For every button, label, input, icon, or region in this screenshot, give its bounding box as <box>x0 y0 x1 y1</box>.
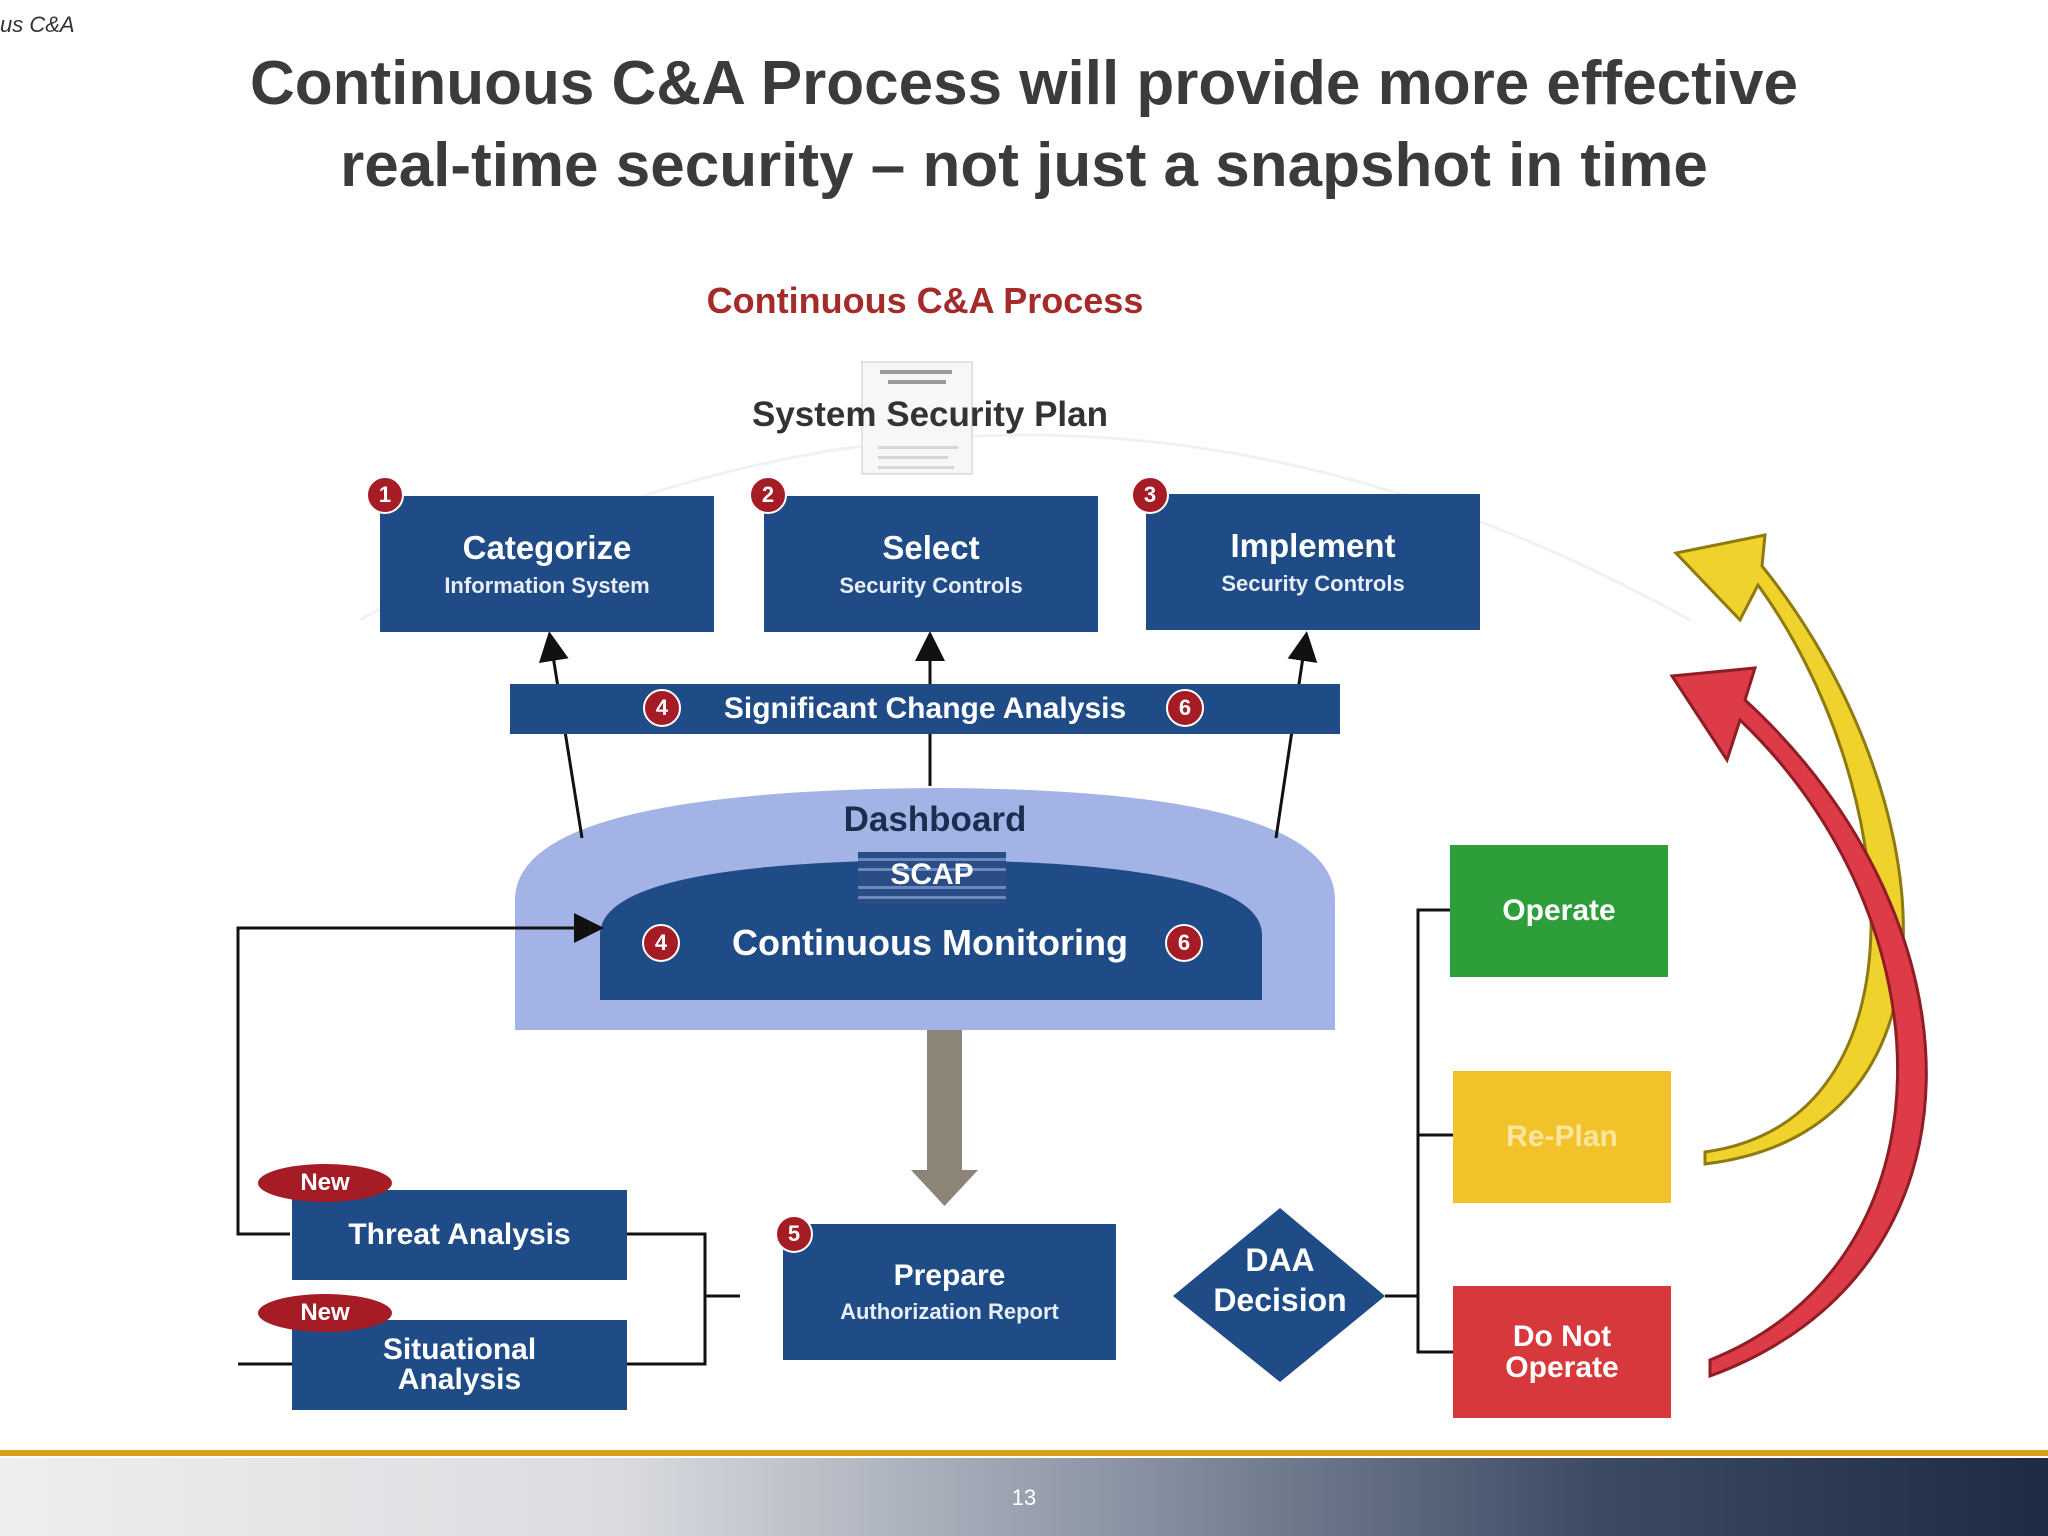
prepare-box: Prepare Authorization Report <box>783 1224 1116 1360</box>
daa-diamond <box>1173 1208 1385 1382</box>
connector-line <box>538 631 584 839</box>
diagram-title: Continuous C&A Process <box>706 280 1144 321</box>
select-box: Select Security Controls <box>764 496 1098 632</box>
significant-change-analysis-label: Significant Change Analysis <box>723 691 1127 725</box>
daa-line-2: Decision <box>1213 1282 1347 1318</box>
slide-title-line-1: Continuous C&A Process will provide more… <box>249 49 1799 118</box>
select-subtitle: Security Controls <box>839 572 1023 598</box>
do-not-operate-box: Do Not Operate <box>1453 1286 1671 1418</box>
bracket-line <box>627 1232 707 1366</box>
down-arrow <box>911 1030 978 1206</box>
replan-label: Re-Plan <box>1506 1120 1618 1154</box>
footer-divider <box>0 1450 2048 1456</box>
operate-box: Operate <box>1450 845 1668 977</box>
step-badge-4-monitoring: 4 <box>642 924 680 962</box>
slide-title-line-2: real-time security – not just a snapshot… <box>340 131 1708 200</box>
new-tag-situational: New <box>258 1294 392 1332</box>
step-badge-6-change: 6 <box>1166 689 1204 727</box>
prepare-subtitle: Authorization Report <box>840 1299 1059 1325</box>
step-badge-3: 3 <box>1131 476 1169 514</box>
categorize-title: Categorize <box>462 529 632 567</box>
system-security-plan-label: System Security Plan <box>752 395 1108 434</box>
feedback-loop-line <box>236 913 604 1236</box>
document-icon <box>861 361 973 475</box>
continuous-monitoring-label: Continuous Monitoring <box>732 922 1128 963</box>
threat-analysis-box: Threat Analysis <box>292 1190 627 1280</box>
yellow-return-arrow <box>1673 533 1905 1166</box>
situational-analysis-box: Situational Analysis <box>292 1320 627 1410</box>
footer-bar <box>0 1458 2048 1536</box>
outcomes-bracket <box>1416 908 1453 1354</box>
connector-line <box>1274 631 1318 839</box>
step-badge-4-change: 4 <box>643 689 681 727</box>
new-tag-threat: New <box>258 1164 392 1202</box>
implement-subtitle: Security Controls <box>1221 570 1405 596</box>
do-not-operate-line-1: Do Not <box>1512 1319 1612 1353</box>
step-badge-1: 1 <box>366 476 404 514</box>
threat-analysis-label: Threat Analysis <box>348 1217 571 1251</box>
select-title: Select <box>882 529 980 567</box>
red-return-arrow <box>1669 666 1928 1379</box>
step-badge-6-monitoring: 6 <box>1165 924 1203 962</box>
categorize-subtitle: Information System <box>444 572 650 598</box>
operate-label: Operate <box>1502 894 1616 928</box>
implement-title: Implement <box>1230 527 1396 565</box>
situational-analysis-line-1: Situational <box>382 1333 537 1366</box>
step-badge-5: 5 <box>775 1215 813 1253</box>
dashboard-label: Dashboard <box>843 800 1027 839</box>
scap-label: SCAP <box>890 858 974 891</box>
header-tag: us C&A <box>0 12 75 37</box>
scap-graphic <box>858 852 1006 904</box>
situational-analysis-line-2: Analysis <box>397 1363 522 1396</box>
implement-box: Implement Security Controls <box>1146 494 1480 630</box>
daa-line-1: DAA <box>1245 1242 1315 1278</box>
do-not-operate-line-2: Operate <box>1505 1351 1619 1384</box>
replan-box: Re-Plan <box>1453 1071 1671 1203</box>
significant-change-analysis-bar: Significant Change Analysis <box>510 684 1340 734</box>
monitoring-dome <box>600 860 1262 1000</box>
daa-decision-label: DAA Decision <box>1193 1240 1367 1320</box>
categorize-box: Categorize Information System <box>380 496 714 632</box>
page-number: 13 <box>1011 1485 1037 1510</box>
step-badge-2: 2 <box>749 476 787 514</box>
prepare-title: Prepare <box>893 1258 1006 1292</box>
